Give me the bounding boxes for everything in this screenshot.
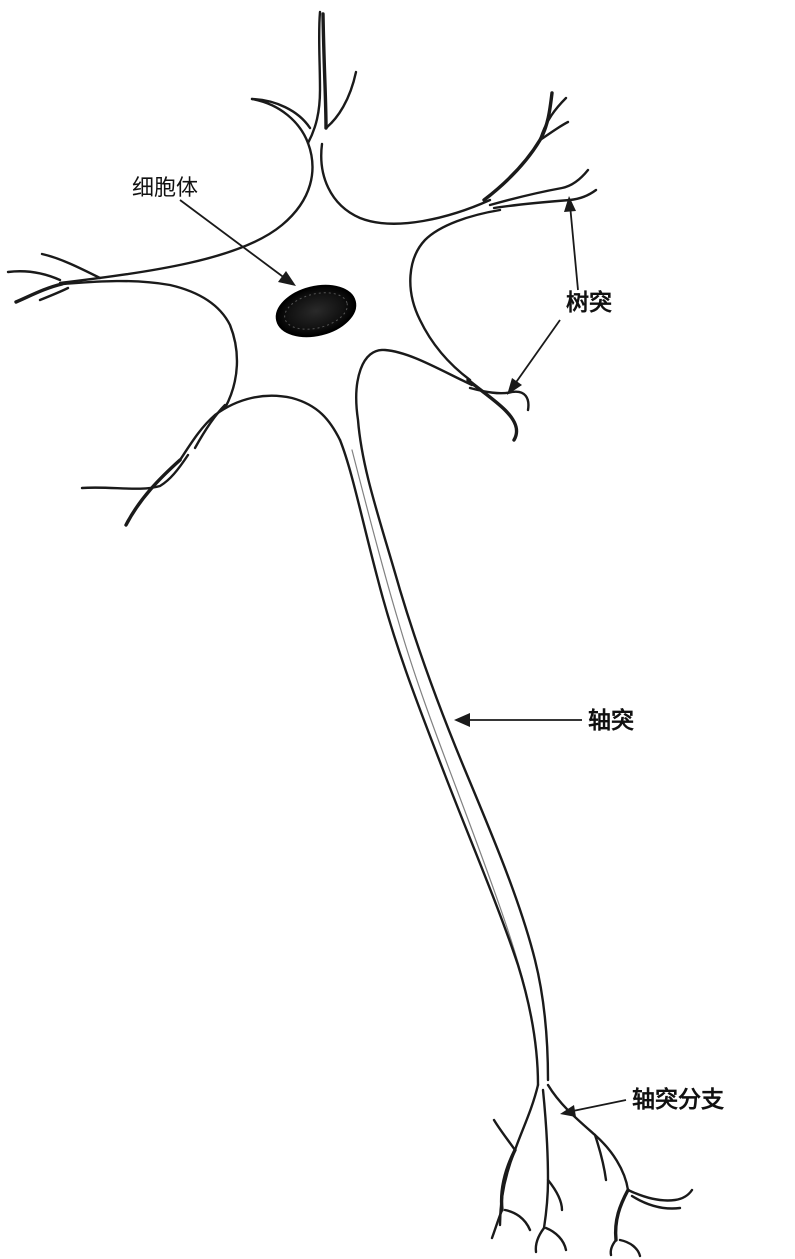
nucleus [271, 278, 360, 344]
label-axon: 轴突 [588, 707, 634, 734]
label-dendrites: 树突 [566, 289, 612, 316]
label-axon-branches: 轴突分支 [632, 1086, 725, 1113]
cell-body-outline [8, 12, 596, 1085]
pointer-axon-branches [560, 1100, 626, 1117]
label-cell-body: 细胞体 [132, 176, 198, 201]
pointer-cell-body [180, 200, 296, 286]
pointer-axon [454, 713, 582, 727]
